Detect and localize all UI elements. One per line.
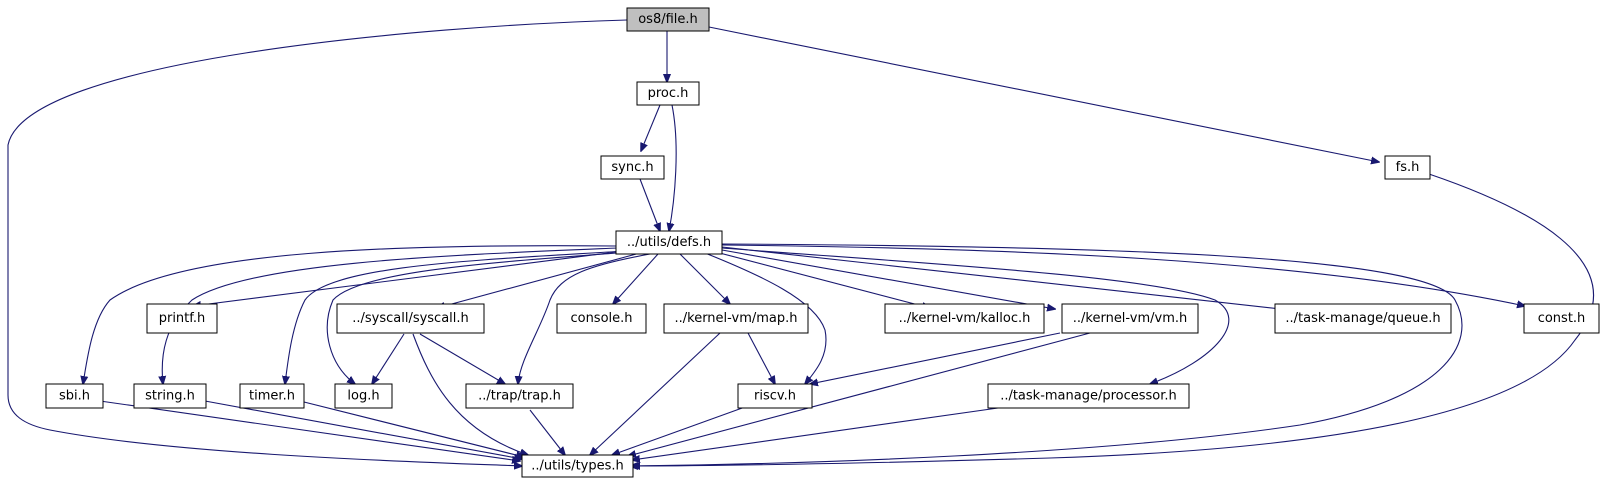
edge-defs-vm (721, 249, 1055, 309)
node-string-h[interactable]: string.h (133, 383, 207, 409)
node-label: os8/file.h (638, 12, 698, 27)
edge-defs-timer (285, 250, 626, 384)
node-label: riscv.h (754, 389, 796, 404)
node-label: const.h (1538, 311, 1586, 326)
node-queue-h[interactable]: ../task-manage/queue.h (1274, 303, 1452, 334)
edge-defs-const (721, 244, 1525, 306)
node-kalloc-h[interactable]: ../kernel-vm/kalloc.h (884, 303, 1045, 334)
node-sbi-h[interactable]: sbi.h (45, 383, 104, 409)
node-label: console.h (570, 311, 632, 326)
node-types-h[interactable]: ../utils/types.h (521, 454, 634, 478)
nodes: os8/file.h proc.h sync.h fs.h ../utils/d… (45, 7, 1600, 478)
edge-vm-riscv (810, 332, 1061, 384)
edge-timer-types (299, 400, 524, 457)
node-label: log.h (347, 389, 379, 404)
node-const-h[interactable]: const.h (1523, 303, 1600, 334)
edge-syscall-types (412, 333, 528, 455)
node-label: ../kernel-vm/kalloc.h (899, 311, 1031, 326)
node-proc-h[interactable]: proc.h (636, 81, 700, 106)
node-label: sbi.h (59, 389, 90, 404)
node-trap-h[interactable]: ../trap/trap.h (465, 383, 574, 409)
edge-string-types (204, 400, 522, 459)
edge-vm-types (628, 332, 1091, 456)
edge-defs-sbi (83, 245, 617, 384)
edge-defs-queue (721, 246, 1290, 310)
node-label: ../syscall/syscall.h (352, 311, 469, 326)
edge-file-types (7, 19, 628, 466)
node-console-h[interactable]: console.h (556, 303, 647, 334)
edge-syscall-log (372, 333, 405, 384)
edge-defs-log (326, 251, 631, 384)
edge-sync-defs (639, 178, 660, 231)
edge-defs-riscv (704, 252, 827, 384)
node-log-h[interactable]: log.h (334, 383, 393, 409)
edge-riscv-types (612, 406, 746, 455)
edge-defs-trap (518, 253, 651, 384)
edges (7, 19, 1595, 466)
edge-defs-kalloc (711, 250, 930, 308)
node-timer-h[interactable]: timer.h (239, 383, 305, 409)
node-map-h[interactable]: ../kernel-vm/map.h (663, 303, 809, 334)
node-riscv-h[interactable]: riscv.h (737, 383, 813, 409)
edge-proc-defs (669, 104, 677, 231)
node-syscall-h[interactable]: ../syscall/syscall.h (336, 303, 485, 334)
edge-map-riscv (747, 332, 775, 384)
edge-defs-types (632, 243, 1463, 466)
node-label: ../utils/types.h (531, 459, 624, 474)
node-defs-h[interactable]: ../utils/defs.h (615, 230, 723, 255)
node-sync-h[interactable]: sync.h (600, 155, 665, 180)
node-file-h[interactable]: os8/file.h (626, 7, 710, 32)
node-printf-h[interactable]: printf.h (146, 303, 218, 334)
node-label: timer.h (249, 389, 295, 404)
edge-defs-map (679, 253, 730, 304)
node-label: ../utils/defs.h (627, 235, 711, 250)
node-label: printf.h (159, 311, 206, 326)
edge-sbi-types (99, 400, 520, 461)
edge-proc-sync (641, 104, 661, 151)
edge-syscall-trap (419, 333, 505, 384)
edge-file-fs (708, 26, 1379, 162)
edge-defs-console (613, 253, 659, 304)
edge-trap-types (529, 409, 565, 455)
node-label: ../task-manage/queue.h (1285, 311, 1440, 326)
node-label: sync.h (611, 160, 653, 175)
edge-defs-processor (721, 247, 1230, 384)
edge-map-types (590, 332, 721, 455)
edge-processor-types (632, 406, 1006, 460)
node-fs-h[interactable]: fs.h (1384, 155, 1431, 180)
node-vm-h[interactable]: ../kernel-vm/vm.h (1061, 303, 1199, 334)
node-processor-h[interactable]: ../task-manage/processor.h (987, 383, 1190, 409)
node-label: ../kernel-vm/vm.h (1073, 311, 1187, 326)
node-label: fs.h (1396, 160, 1420, 175)
edge-fs-types (630, 173, 1595, 466)
edge-defs-printf (193, 251, 617, 306)
edge-defs-string (162, 247, 619, 384)
node-label: ../trap/trap.h (478, 389, 561, 404)
node-label: ../kernel-vm/map.h (674, 311, 797, 326)
node-label: string.h (145, 389, 195, 404)
node-label: proc.h (648, 86, 689, 101)
node-label: ../task-manage/processor.h (1000, 389, 1177, 404)
edge-defs-syscall (437, 252, 641, 308)
